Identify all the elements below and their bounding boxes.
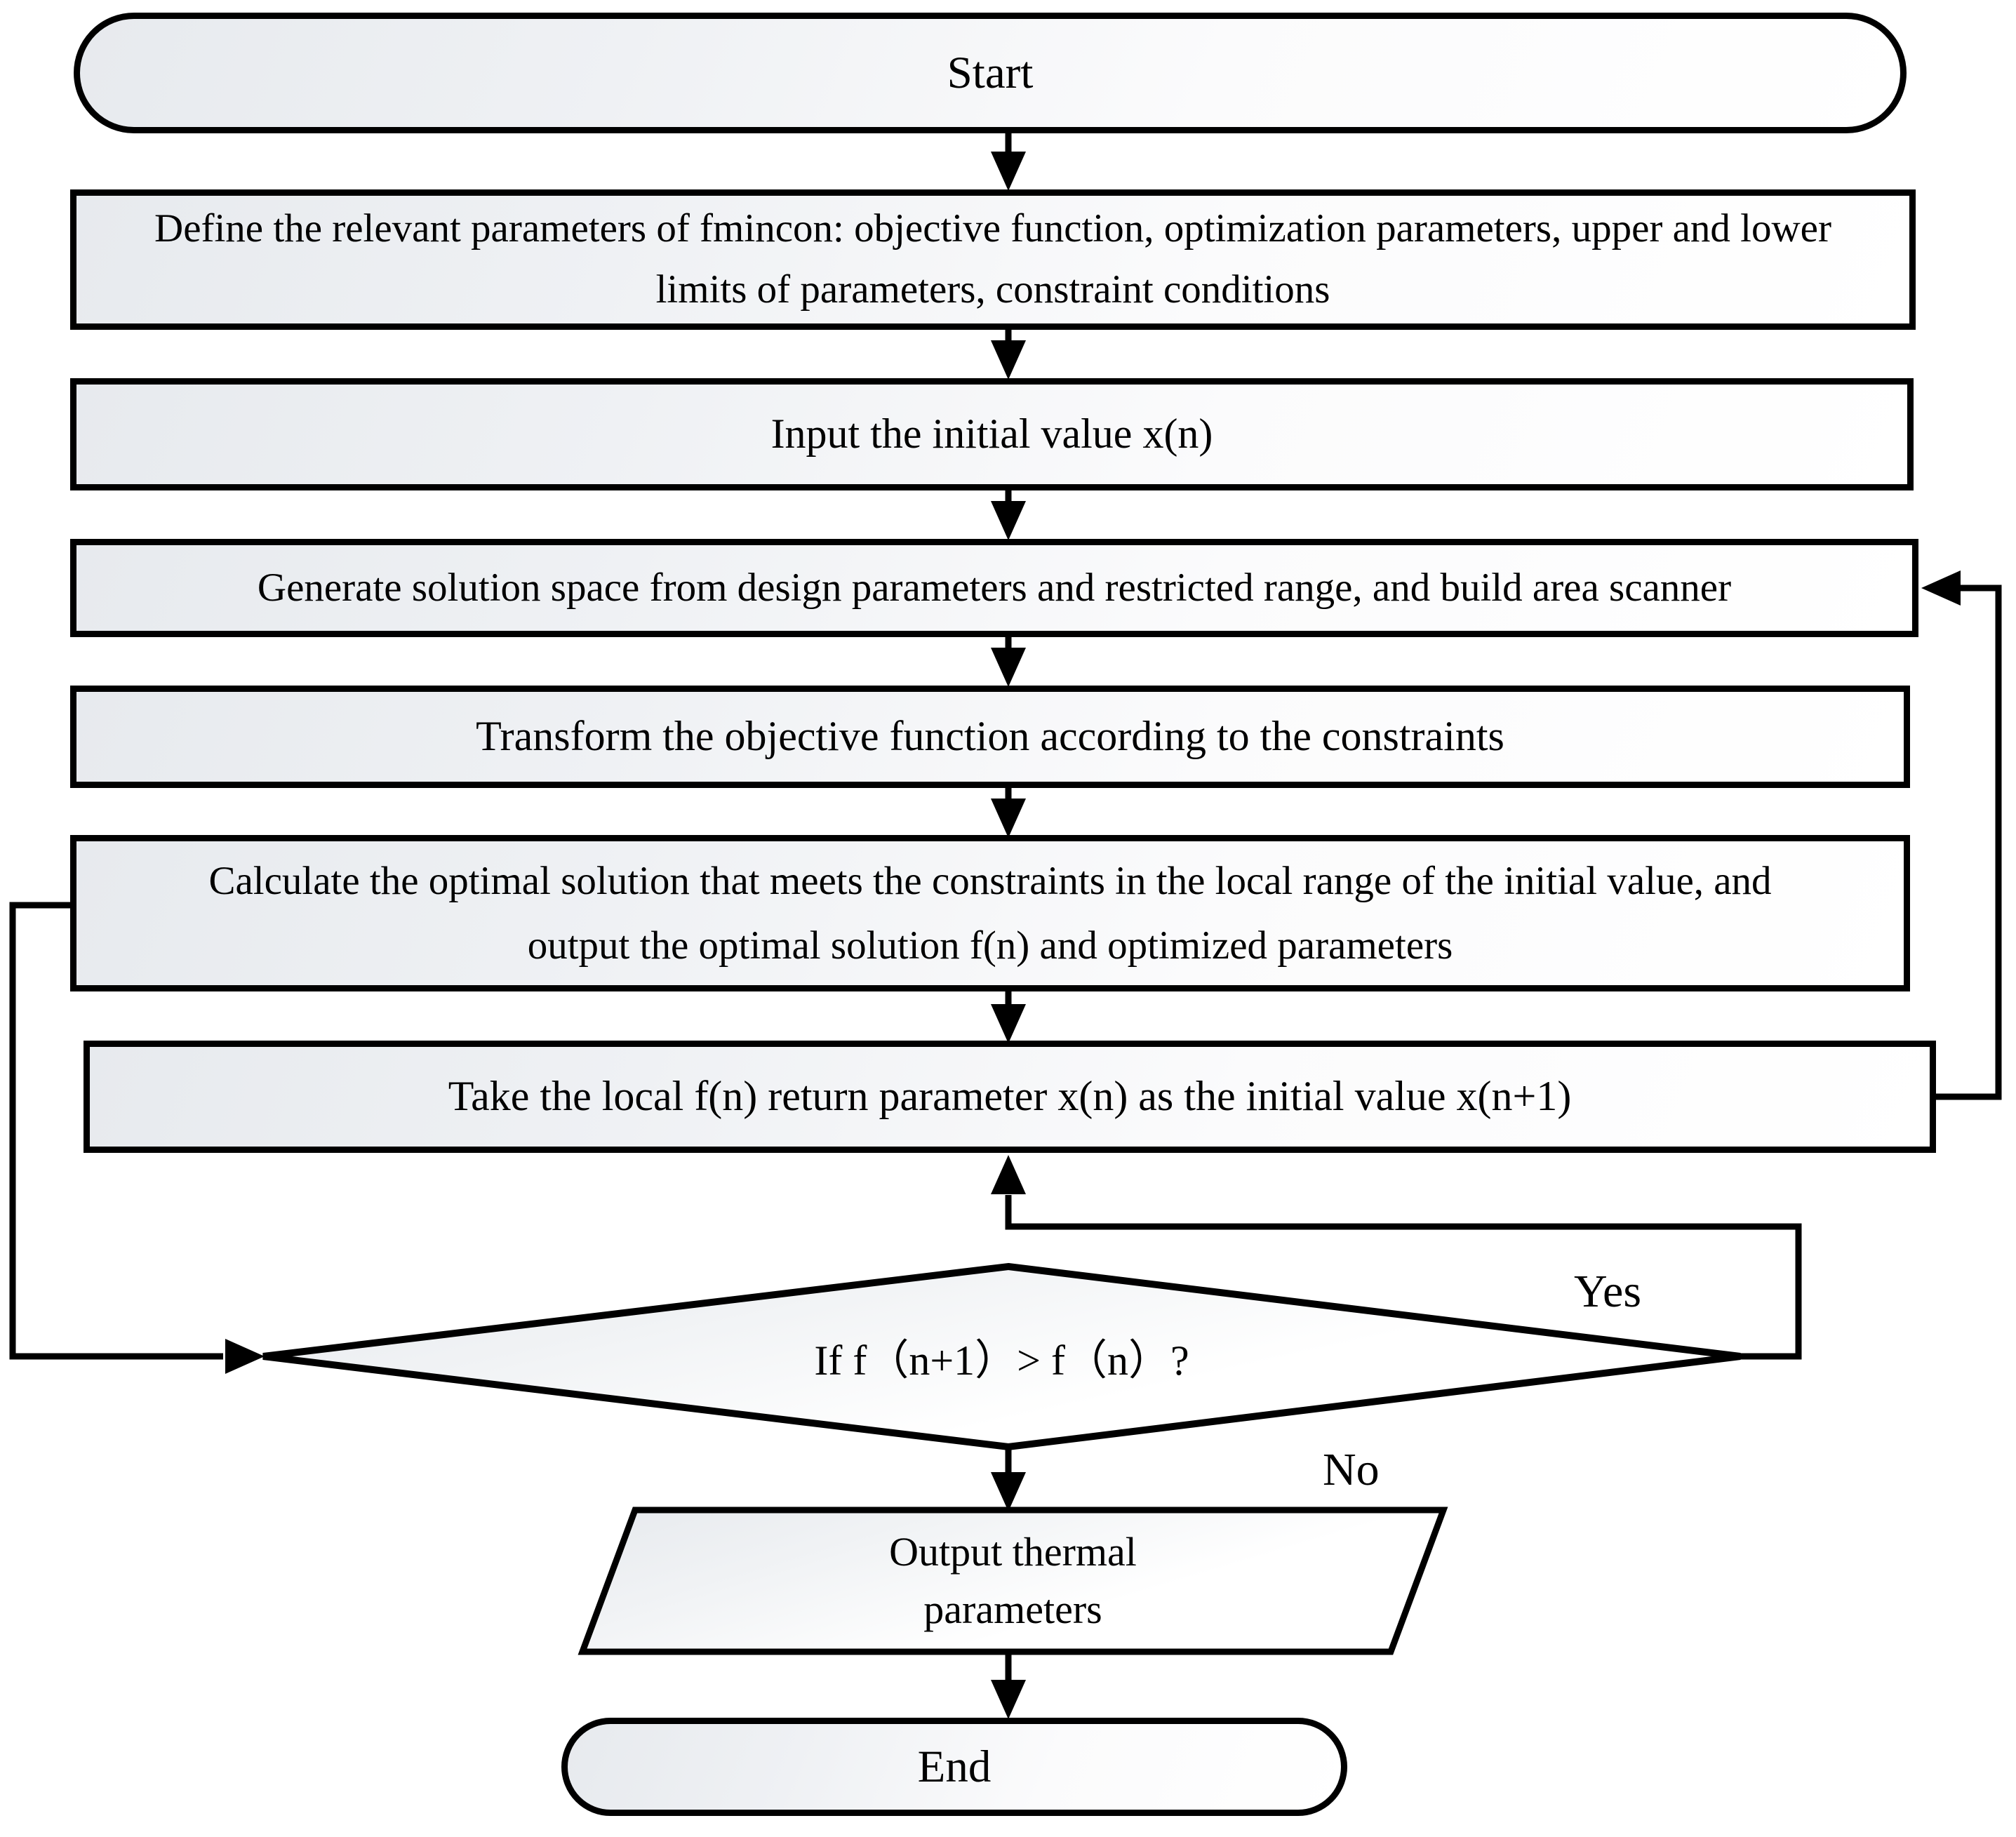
node-output-label-line2: parameters: [923, 1586, 1102, 1632]
node-generate: Generate solution space from design para…: [70, 539, 1918, 637]
node-define-label: Define the relevant parameters of fminco…: [154, 206, 1831, 312]
edge-calculate-decision: [9, 902, 223, 1360]
node-decision: If f（n+1）> f（n）?: [263, 1267, 1740, 1447]
node-generate-label: Generate solution space from design para…: [257, 565, 1732, 610]
arrowhead-calculate-take: [991, 1004, 1026, 1043]
arrowhead-generate-transform: [991, 648, 1026, 687]
arrowhead-calculate-decision: [225, 1339, 265, 1374]
decision-diamond-shape: [262, 1262, 1741, 1451]
node-transform-label: Transform the objective function accordi…: [476, 713, 1504, 760]
arrowhead-input-generate: [991, 501, 1026, 540]
node-output-label-line1: Output thermal: [889, 1529, 1137, 1575]
arrowhead-take-generate: [1921, 570, 1961, 606]
arrowhead-define-input: [991, 340, 1026, 380]
node-define: Define the relevant parameters of fminco…: [70, 189, 1916, 330]
edge-label-no: No: [1323, 1444, 1380, 1495]
node-end: End: [561, 1718, 1347, 1816]
node-input: Input the initial value x(n): [70, 378, 1914, 490]
node-input-label: Input the initial value x(n): [770, 410, 1213, 457]
edge-label-yes: Yes: [1574, 1266, 1642, 1317]
node-end-label: End: [917, 1741, 992, 1792]
arrowhead-decision-take-yes: [991, 1155, 1026, 1194]
node-transform: Transform the objective function accordi…: [70, 686, 1910, 788]
arrowhead-output-end: [991, 1680, 1026, 1719]
node-start: Start: [74, 13, 1907, 133]
node-calculate: Calculate the optimal solution that meet…: [70, 835, 1910, 991]
edge-decision-take-yes: [1005, 1195, 1802, 1360]
arrowhead-start-define: [991, 152, 1026, 191]
node-take-label: Take the local f(n) return parameter x(n…: [448, 1073, 1572, 1120]
node-decision-label: If f（n+1）> f（n）?: [814, 1337, 1189, 1384]
edge-take-generate: [1933, 584, 2002, 1100]
node-output: Output thermal parameters: [582, 1510, 1443, 1652]
node-take: Take the local f(n) return parameter x(n…: [84, 1041, 1936, 1153]
output-parallelogram-shape: [578, 1507, 1448, 1655]
arrowhead-transform-calculate: [991, 799, 1026, 838]
arrowhead-decision-output-no: [991, 1472, 1026, 1511]
node-calculate-label: Calculate the optimal solution that meet…: [208, 859, 1772, 968]
node-start-label: Start: [947, 47, 1034, 98]
